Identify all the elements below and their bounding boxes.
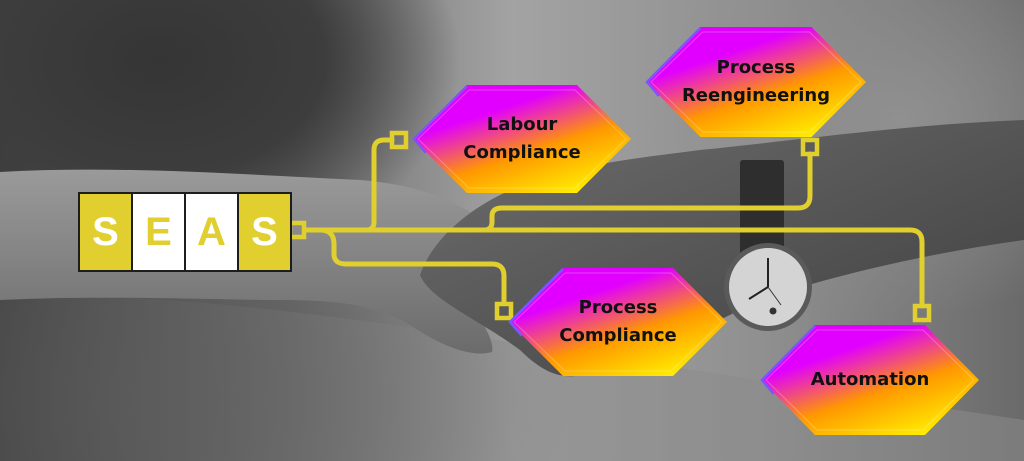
hexagon-shape [646, 27, 866, 137]
hexagon-left-edge [412, 85, 468, 154]
node-labour-compliance[interactable]: Labour Compliance [412, 84, 632, 194]
node-label: Process Compliance [559, 294, 676, 350]
hexagon-left-edge [645, 27, 702, 97]
hexagon-bevel [513, 272, 723, 372]
hexagon-shape [761, 325, 979, 435]
node-process-reengineering[interactable]: Process Reengineering [645, 26, 867, 138]
logo-letter-a: A [186, 194, 237, 270]
port-labour-compliance [389, 130, 409, 150]
connector-process-compliance [317, 227, 507, 305]
table-surface [0, 297, 1024, 461]
hexagon-left-edge [508, 268, 564, 337]
logo-letter-s2: S [239, 194, 290, 270]
node-label-line: Compliance [463, 142, 581, 163]
port-process-compliance [494, 301, 514, 321]
node-label-line: Process [716, 57, 796, 79]
node-label-line: Process [578, 297, 658, 319]
node-label-line: Automation [810, 369, 930, 391]
node-automation[interactable]: Automation [760, 324, 980, 436]
hexagon-bevel [650, 31, 862, 133]
logo-letter-s1: S [80, 194, 131, 270]
node-label-line: Reengineering [681, 85, 831, 106]
connector-labour-compliance [363, 137, 395, 233]
node-label: Automation [811, 366, 930, 394]
hexagon-shape [413, 85, 631, 193]
node-label-line: Labour [486, 114, 558, 136]
hexagon-shape [509, 268, 727, 376]
logo-letter-e: E [133, 194, 184, 270]
wristwatch-icon [724, 243, 812, 331]
port-automation [912, 303, 932, 323]
port-seas [287, 220, 307, 240]
connector-automation [302, 227, 925, 309]
node-label-line: Compliance [559, 325, 677, 346]
hexagon-left-edge [760, 325, 816, 395]
connector-process-reengineering [481, 151, 813, 233]
hexagon-bevel [765, 329, 975, 431]
node-label: Process Reengineering [682, 54, 830, 110]
hexagon-bevel [417, 89, 627, 189]
port-process-reengineering [800, 137, 820, 157]
seas-logo[interactable]: S E A S [78, 192, 292, 272]
node-label: Labour Compliance [463, 111, 580, 167]
node-process-compliance[interactable]: Process Compliance [508, 267, 728, 377]
